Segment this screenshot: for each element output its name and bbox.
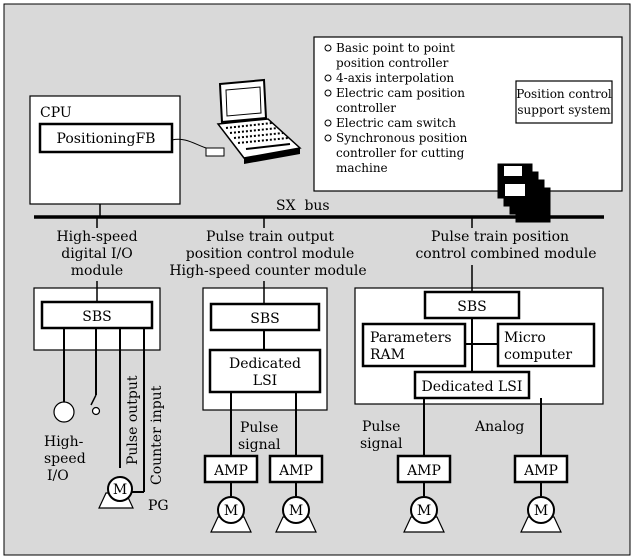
io-label-line: I/O bbox=[47, 468, 69, 484]
counter-input-label: Counter input bbox=[149, 385, 165, 485]
parameters-ram-line: RAM bbox=[370, 347, 405, 363]
microcomputer-line: Micro bbox=[504, 330, 546, 346]
motor-label: M bbox=[113, 482, 127, 498]
pulse-train-title-line: Pulse train output bbox=[206, 229, 334, 245]
pulse-train-lsi-box bbox=[208, 348, 322, 394]
feature-bullet bbox=[324, 74, 332, 82]
laptop-icon bbox=[205, 78, 302, 164]
digital-io-title-line: module bbox=[71, 263, 123, 279]
pulse-train-amp-1-label: AMP bbox=[213, 463, 248, 479]
support-system-line2: support system bbox=[517, 103, 611, 117]
pulse-train-lsi-line: Dedicated bbox=[229, 356, 301, 372]
pulse-train-sbs-box bbox=[209, 302, 321, 332]
motor-icon bbox=[98, 476, 134, 509]
pulse-train-amp-2-label: AMP bbox=[278, 463, 313, 479]
pulse-train-signal-line: Pulse bbox=[240, 420, 278, 436]
feature-item: Electric cam switch bbox=[336, 116, 456, 130]
combined-signal-line: signal bbox=[360, 436, 403, 452]
cpu-label: CPU bbox=[40, 105, 72, 121]
feature-item: controller bbox=[336, 101, 396, 115]
pulse-train-title-line: High-speed counter module bbox=[169, 263, 366, 279]
microcomputer-box bbox=[496, 322, 596, 368]
digital-io-sbs-label: SBS bbox=[82, 309, 111, 325]
support-system-line1: Position control bbox=[516, 87, 612, 101]
motor-icon bbox=[403, 496, 445, 533]
motor-label: M bbox=[289, 503, 303, 519]
combined-title-line: control combined module bbox=[415, 246, 596, 262]
io-switch-icon bbox=[90, 394, 101, 416]
combined-analog-label: Analog bbox=[474, 419, 524, 435]
feature-item: 4-axis interpolation bbox=[336, 71, 454, 85]
combined-sbs-label: SBS bbox=[457, 299, 486, 315]
feature-item: Electric cam position bbox=[336, 86, 465, 100]
pulse-output-label: Pulse output bbox=[125, 375, 141, 465]
parameters-ram-line: Parameters bbox=[370, 330, 452, 346]
combined-amp-1-box bbox=[396, 454, 452, 484]
feature-bullet bbox=[324, 134, 332, 142]
feature-bullet bbox=[324, 89, 332, 97]
io-label-line: High- bbox=[44, 434, 84, 450]
combined-amp-2-box bbox=[513, 454, 569, 484]
feature-bullet bbox=[324, 44, 332, 52]
feature-item: controller for cutting bbox=[336, 146, 465, 160]
feature-item: machine bbox=[336, 161, 388, 175]
pulse-train-sbs-label: SBS bbox=[250, 311, 279, 327]
combined-sbs-box bbox=[423, 290, 521, 320]
feature-item: Synchronous position bbox=[336, 131, 468, 145]
combined-lsi-label: Dedicated LSI bbox=[422, 379, 523, 395]
pulse-train-lsi-line: LSI bbox=[253, 373, 277, 389]
motor-icon bbox=[275, 496, 317, 533]
pulse-train-title-line: position control module bbox=[186, 246, 354, 262]
pg-label: PG bbox=[148, 498, 169, 514]
positioning-fb-label: PositioningFB bbox=[57, 131, 156, 147]
motor-icon bbox=[520, 496, 562, 533]
sx-bus-label: SX bus bbox=[276, 198, 330, 214]
microcomputer-line: computer bbox=[504, 347, 572, 363]
positioning-fb-box bbox=[38, 122, 174, 154]
motor-label: M bbox=[417, 503, 431, 519]
feature-item: Basic point to point bbox=[336, 41, 455, 55]
combined-signal-line: Pulse bbox=[362, 419, 400, 435]
digital-io-title-line: digital I/O bbox=[61, 246, 133, 262]
parameters-ram-box bbox=[361, 322, 467, 368]
motor-label: M bbox=[224, 503, 238, 519]
combined-lsi-box bbox=[413, 370, 531, 400]
motor-icon bbox=[210, 496, 252, 533]
io-label-line: speed bbox=[44, 451, 86, 467]
support-system-box bbox=[515, 80, 613, 124]
combined-amp-2-label: AMP bbox=[523, 463, 558, 479]
pulse-train-signal-line: signal bbox=[238, 437, 281, 453]
floppy-disk-icon bbox=[497, 163, 551, 223]
motor-label: M bbox=[534, 503, 548, 519]
feature-item: position controller bbox=[336, 56, 449, 70]
io-sensor-icon bbox=[53, 401, 75, 423]
combined-amp-1-label: AMP bbox=[406, 463, 441, 479]
combined-title-line: Pulse train position bbox=[431, 229, 569, 245]
feature-bullet bbox=[324, 119, 332, 127]
digital-io-title-line: High-speed bbox=[56, 229, 137, 245]
features-list: Basic point to point position controller… bbox=[324, 41, 468, 175]
